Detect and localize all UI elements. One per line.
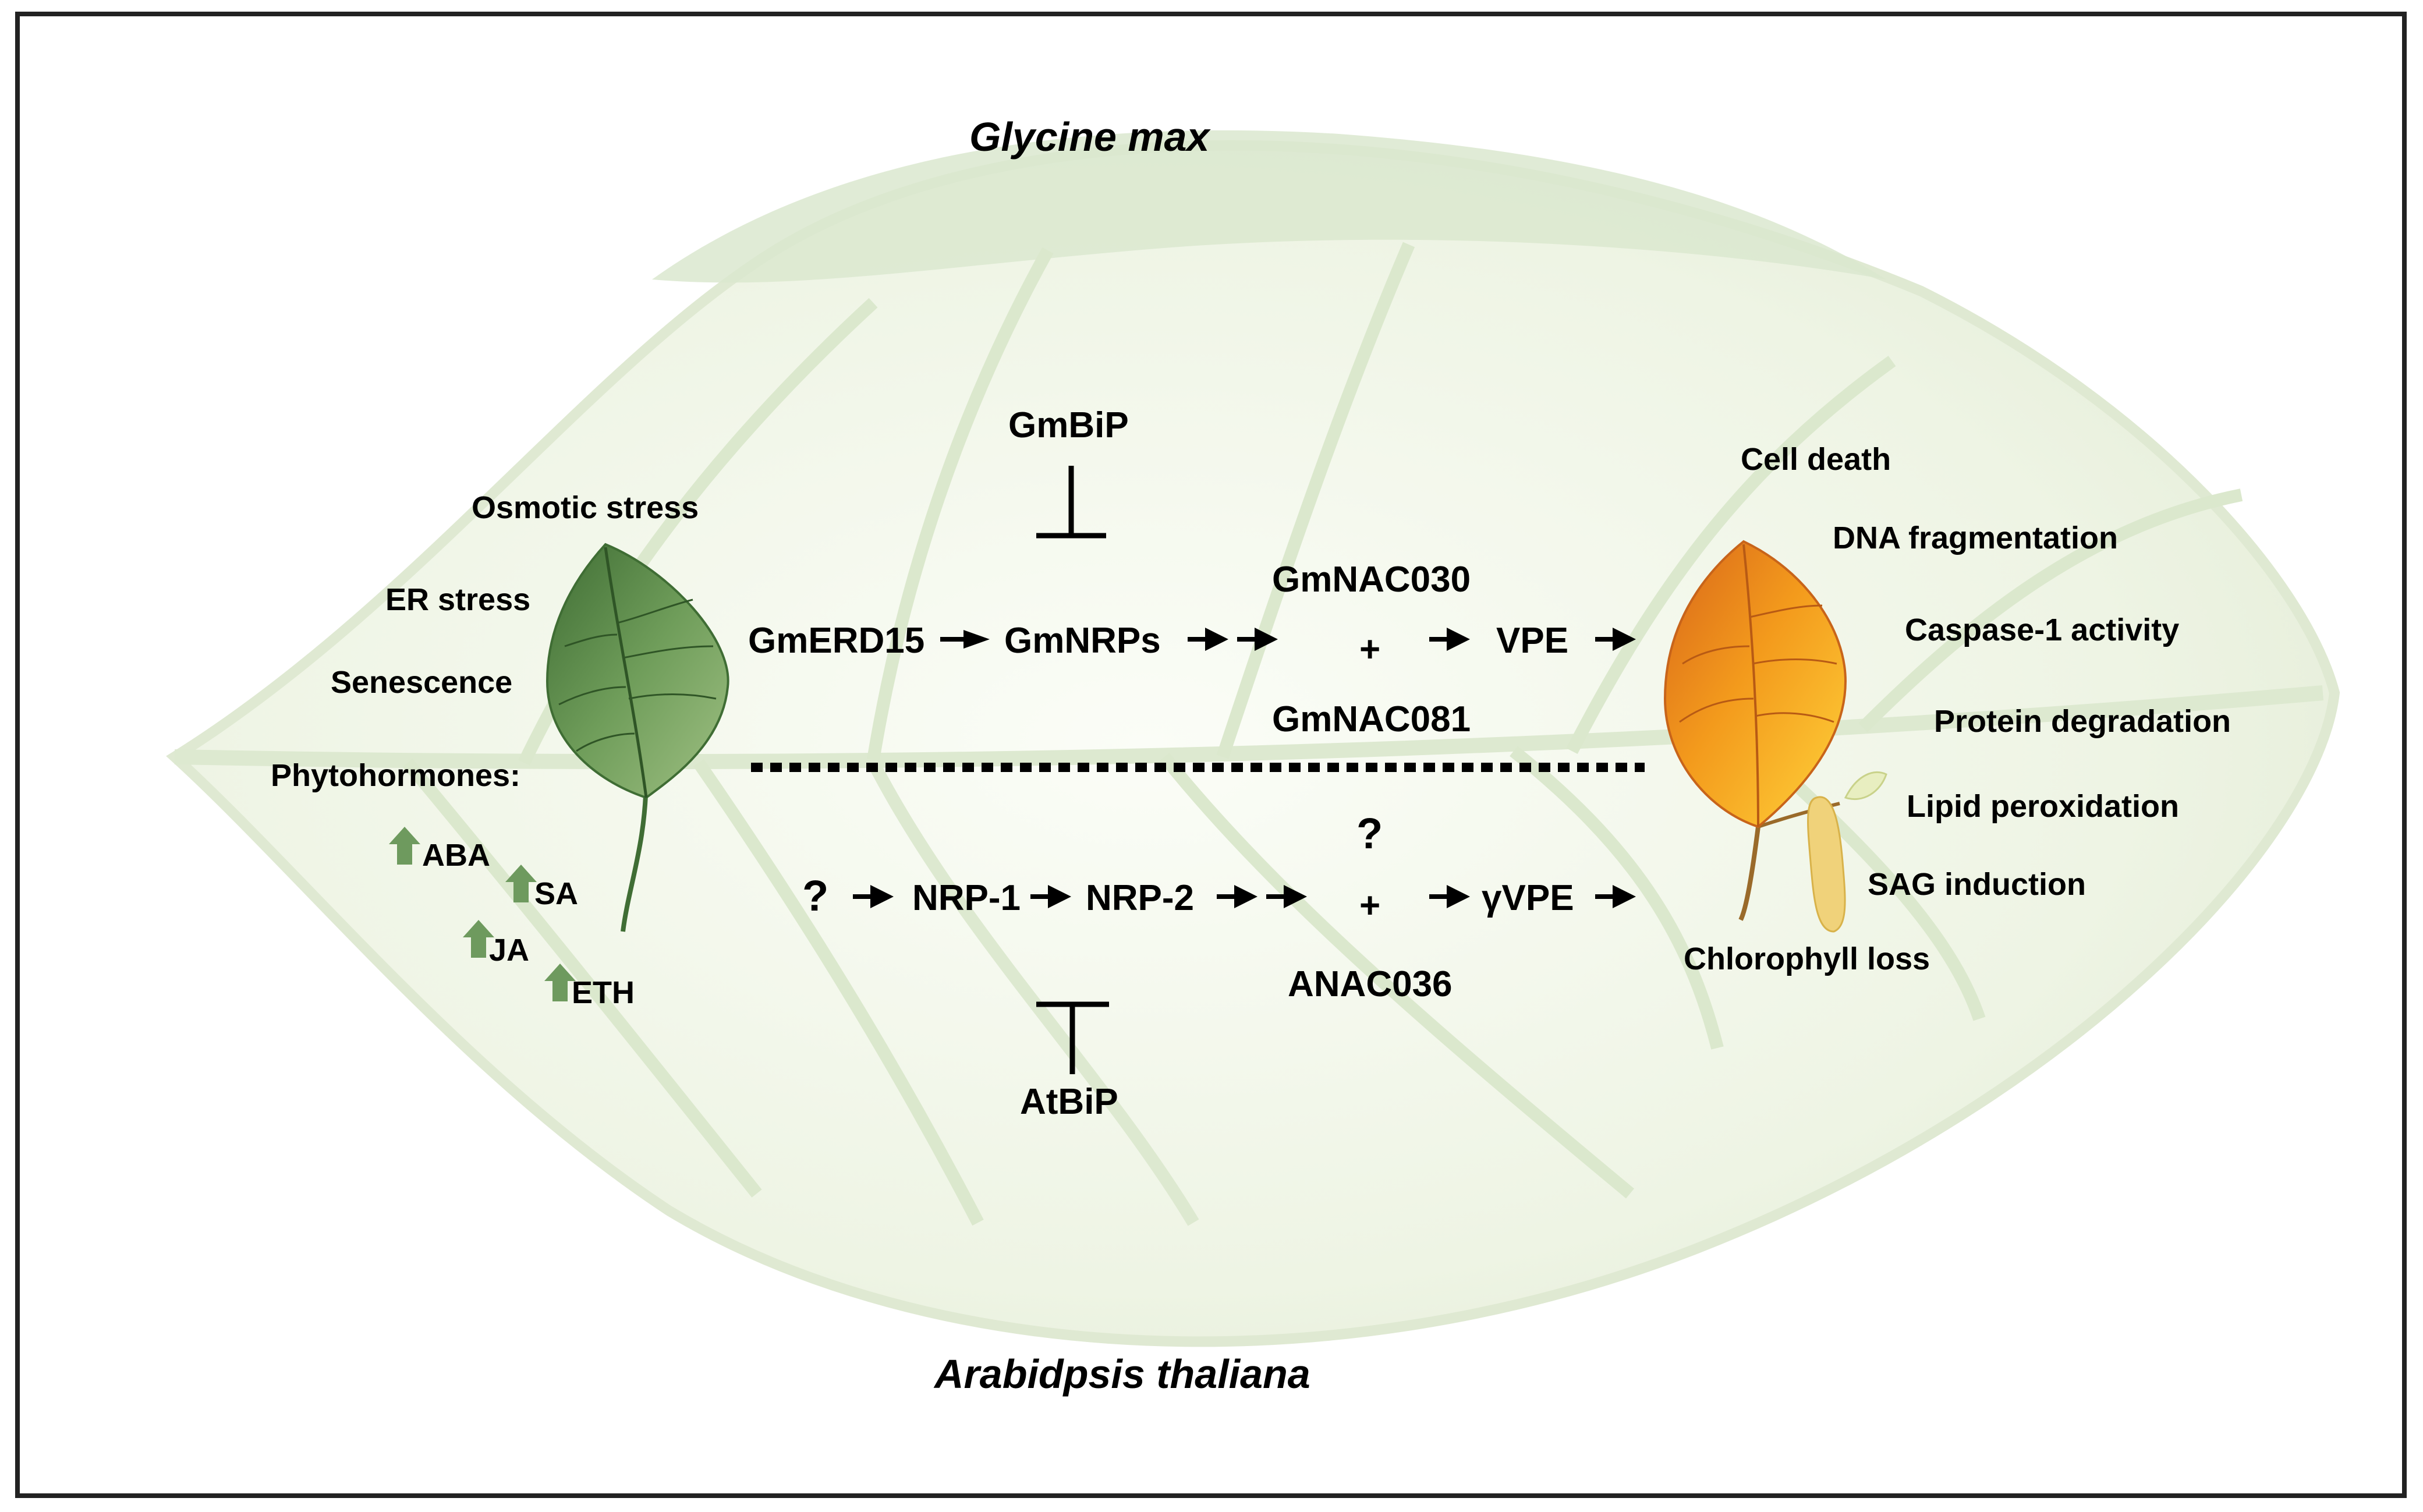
stimulus-senescence: Senescence [331, 665, 513, 700]
hormone-ja: JA [489, 933, 530, 968]
gene-anac036: ANAC036 [1288, 964, 1453, 1004]
gene-gmnrps: GmNRPs [1004, 621, 1161, 661]
sa-up-arrow-icon [505, 865, 537, 902]
stimulus-osmotic-stress: Osmotic stress [472, 490, 699, 525]
arabidopsis-arrows [853, 885, 1636, 908]
outcome-sag-induction: SAG induction [1868, 867, 2086, 902]
ja-up-arrow-icon [463, 920, 494, 958]
senescent-leaf [1663, 540, 1887, 933]
gene-gamma-vpe: γVPE [1482, 878, 1574, 918]
gene-vpe: VPE [1496, 621, 1569, 661]
gene-gmnac081: GmNAC081 [1272, 699, 1471, 739]
stimulus-er-stress: ER stress [385, 582, 531, 617]
gene-gmerd15: GmERD15 [748, 621, 925, 661]
outcome-protein-degradation: Protein degradation [1934, 704, 2231, 739]
hormone-eth: ETH [572, 975, 635, 1010]
gene-atbip: AtBiP [1020, 1082, 1118, 1122]
green-leaf [545, 543, 729, 932]
gene-nrp2: NRP-2 [1086, 878, 1195, 918]
hormone-sa: SA [534, 876, 579, 911]
outcome-caspase-activity: Caspase-1 activity [1905, 612, 2180, 647]
background-leaf [166, 130, 2340, 1347]
plus-sign-arabidopsis: + [1359, 886, 1381, 926]
atbip-inhibition-bar [1036, 1001, 1109, 1074]
outcome-lipid-peroxidation: Lipid peroxidation [1907, 789, 2179, 824]
aba-up-arrow-icon [389, 827, 420, 865]
title-glycine-max: Glycine max [969, 114, 1210, 160]
gmbip-inhibition-bar [1036, 466, 1106, 539]
outcome-chlorophyll-loss: Chlorophyll loss [1684, 941, 1930, 976]
gene-nrp1: NRP-1 [912, 878, 1021, 918]
plus-sign-soybean: + [1359, 629, 1381, 670]
soybean-arrows [940, 628, 1636, 651]
hormone-aba: ABA [422, 838, 490, 873]
gene-gmnac030: GmNAC030 [1272, 560, 1471, 600]
unknown-upstream-marker: ? [802, 872, 829, 920]
eth-up-arrow-icon [544, 964, 576, 1001]
stimulus-phytohormones: Phytohormones: [271, 758, 521, 793]
hormone-up-arrows [389, 827, 576, 1001]
title-arabidopsis-thaliana: Arabidpsis thaliana [934, 1351, 1310, 1397]
outcome-cell-death: Cell death [1741, 442, 1891, 477]
unknown-partner-marker: ? [1356, 809, 1383, 858]
gene-gmbip: GmBiP [1008, 405, 1129, 445]
outcome-dna-fragmentation: DNA fragmentation [1833, 520, 2119, 555]
